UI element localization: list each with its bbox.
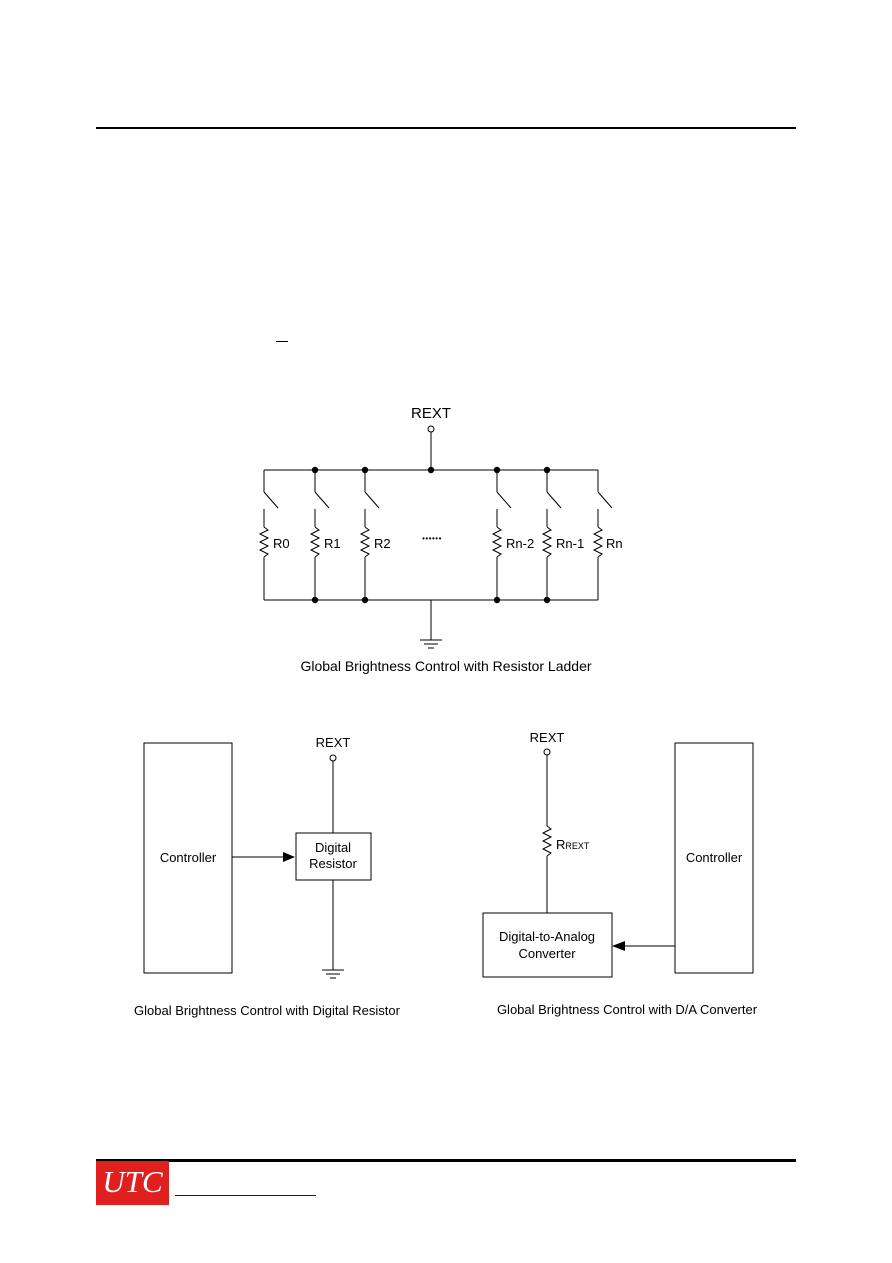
dac-caption: Global Brightness Control with D/A Conve…	[497, 1002, 758, 1017]
utc-logo: UTC	[96, 1161, 169, 1205]
rext-resistor-label: RREXT	[556, 837, 590, 852]
ladder-caption: Global Brightness Control with Resistor …	[300, 658, 591, 674]
ground-symbol	[322, 969, 344, 979]
digital-resistor-caption: Global Brightness Control with Digital R…	[134, 1003, 401, 1018]
rext-terminal	[329, 754, 337, 762]
controller-label: Controller	[686, 850, 743, 865]
rext-label: REXT	[411, 405, 451, 422]
overbar-mark	[276, 341, 288, 342]
resistor-label: R1	[324, 536, 341, 551]
resistor-label: R0	[273, 536, 290, 551]
arrow-head-icon	[612, 941, 625, 951]
dac-diagram	[482, 742, 754, 978]
controller-box	[143, 742, 233, 974]
rext-label: REXT	[316, 735, 351, 750]
digital-resistor-label: Resistor	[309, 856, 357, 871]
ellipsis-mark: ••••••	[422, 534, 442, 543]
junction-dots	[311, 466, 551, 604]
dac-label: Digital-to-Analog	[499, 929, 595, 944]
ground-symbol	[420, 639, 442, 649]
ladder-branch	[258, 470, 279, 600]
header-rule	[96, 127, 796, 129]
dac-box	[482, 912, 613, 978]
digital-resistor-label: Digital	[315, 840, 351, 855]
ladder-branch	[309, 470, 330, 600]
ladder-branch	[359, 470, 380, 600]
footer-rule	[96, 1159, 796, 1162]
logo-text: UTC	[102, 1164, 163, 1199]
rext-resistor	[541, 825, 553, 857]
ladder-branch	[541, 470, 562, 600]
resistor-label: Rn	[606, 536, 623, 551]
rext-terminal	[427, 425, 435, 433]
rext-terminal	[543, 748, 551, 756]
controller-box	[674, 742, 754, 974]
resistor-label: Rn-1	[556, 536, 584, 551]
footer-link[interactable]	[175, 1195, 316, 1196]
digital-resistor-diagram	[143, 742, 372, 979]
arrow-head-icon	[283, 852, 295, 862]
resistor-label: R2	[374, 536, 391, 551]
ladder-branch	[491, 470, 512, 600]
ladder-branch	[592, 470, 613, 600]
resistor-label: Rn-2	[506, 536, 534, 551]
dac-label: Converter	[518, 946, 576, 961]
rext-label: REXT	[530, 730, 565, 745]
controller-label: Controller	[160, 850, 217, 865]
